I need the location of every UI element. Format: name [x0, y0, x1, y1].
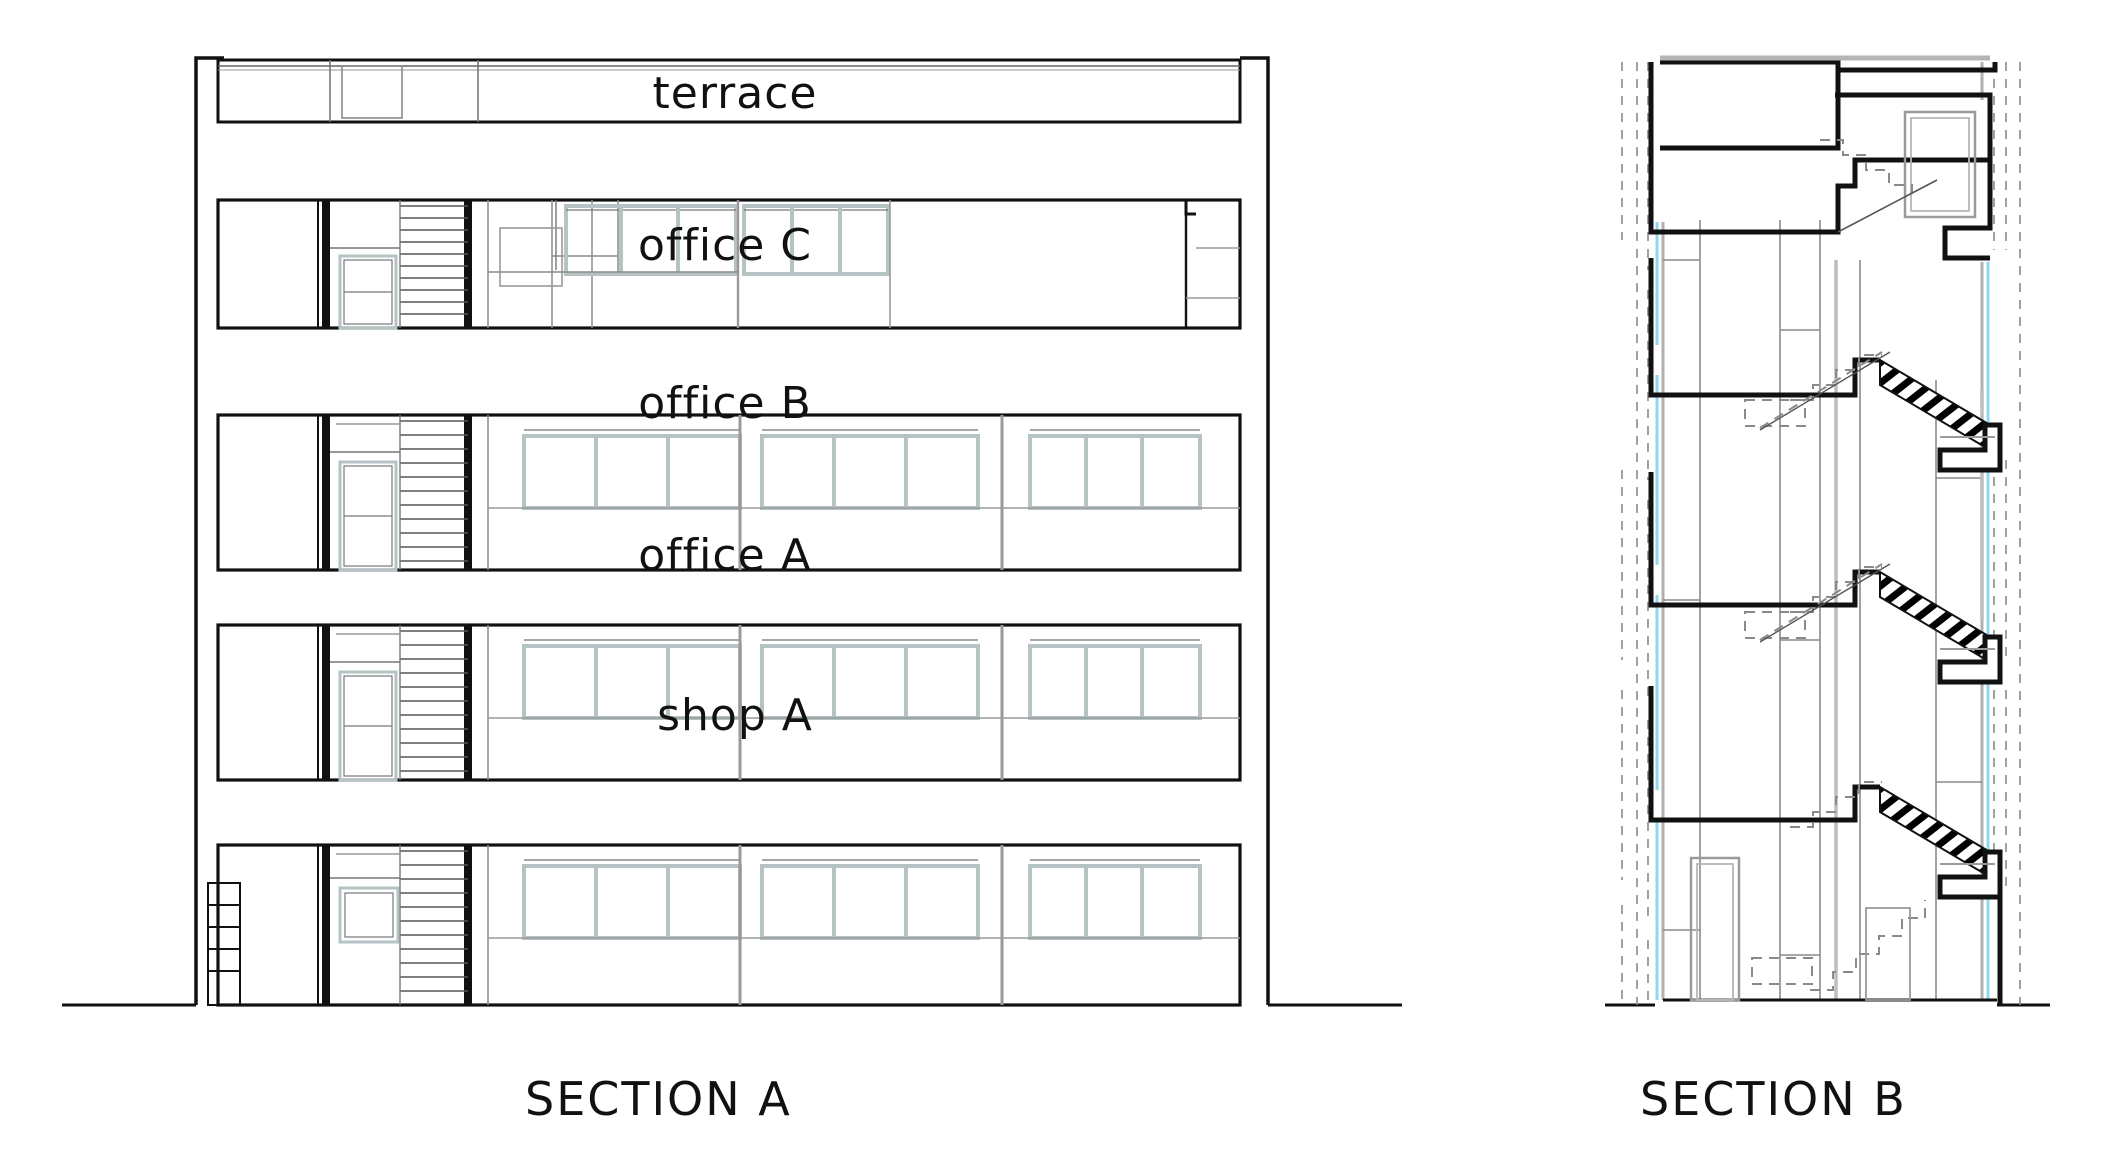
level-office-c: office C [216, 198, 1242, 330]
level-label-office-a: office A [638, 530, 811, 581]
facade-dash-right [1993, 62, 2021, 1005]
level-label-office-c: office C [638, 220, 812, 271]
level-terrace: terrace [216, 58, 1242, 124]
interior-partitions-b [1663, 220, 1982, 1000]
glazing-frame [1661, 62, 1984, 1000]
facade-dash-left [1621, 62, 1649, 1005]
level-label-office-b: office B [638, 378, 812, 429]
level-label-terrace: terrace [653, 68, 818, 119]
ground-stair [1663, 856, 2003, 1005]
level-3-stair [1648, 258, 2003, 473]
outer-walls [194, 56, 1270, 1005]
level-2-stair [1648, 472, 2003, 685]
window-band-c1 [564, 204, 738, 276]
section-a-group: terrace [62, 56, 1402, 1126]
level-office-b: office B [216, 378, 1242, 572]
section-a-caption: SECTION A [525, 1072, 792, 1126]
level-4-stair [1648, 55, 1998, 261]
section-b-group: SECTION B [1605, 55, 2050, 1126]
section-b-caption: SECTION B [1640, 1072, 1907, 1126]
level-1-stair [1648, 686, 2003, 900]
window-band-c2 [742, 204, 890, 276]
level-office-a: office A [216, 530, 1242, 782]
level-label-shop-a: shop A [657, 690, 813, 741]
level-shop-a: shop A [207, 690, 1242, 1007]
entry-steps [207, 882, 241, 1006]
